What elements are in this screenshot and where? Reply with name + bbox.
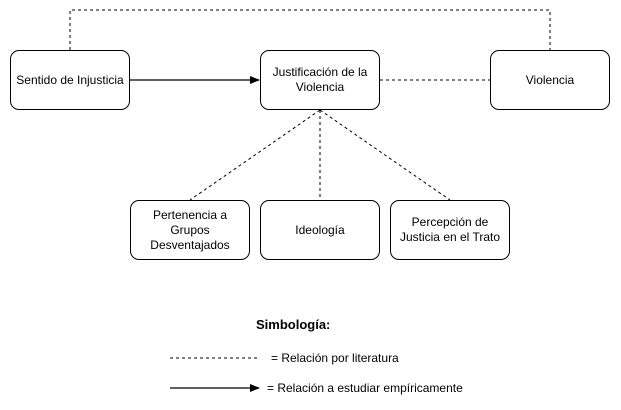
edge-sentido-violencia-dashed xyxy=(69,9,551,50)
node-ideologia: Ideología xyxy=(260,200,380,260)
node-violencia: Violencia xyxy=(490,50,610,110)
legend-dashed-label: = Relación por literatura xyxy=(271,351,399,365)
node-ideologia-label: Ideología xyxy=(295,222,345,237)
node-sentido-de-injusticia: Sentido de Injusticia xyxy=(10,50,130,110)
node-justificacion-label: Justificación de la Violencia xyxy=(272,65,368,94)
edge-justificacion-percepcion-dashed xyxy=(319,109,451,201)
node-percepcion-label: Percepción de Justicia en el Trato xyxy=(399,215,501,244)
legend-solid-label: = Relación a estudiar empíricamente xyxy=(267,381,463,395)
node-violencia-label: Violencia xyxy=(525,72,575,87)
node-percepcion-de-justicia: Percepción de Justicia en el Trato xyxy=(390,200,510,260)
legend-title: Simbología: xyxy=(256,317,331,332)
node-pertenencia-a-grupos: Pertenencia a Grupos Desventajados xyxy=(130,200,250,260)
node-sentido-label: Sentido de Injusticia xyxy=(16,72,124,87)
edge-justificacion-pertenencia-dashed xyxy=(189,109,321,201)
node-pertenencia-label: Pertenencia a Grupos Desventajados xyxy=(150,207,230,252)
node-justificacion-de-la-violencia: Justificación de la Violencia xyxy=(260,50,380,110)
